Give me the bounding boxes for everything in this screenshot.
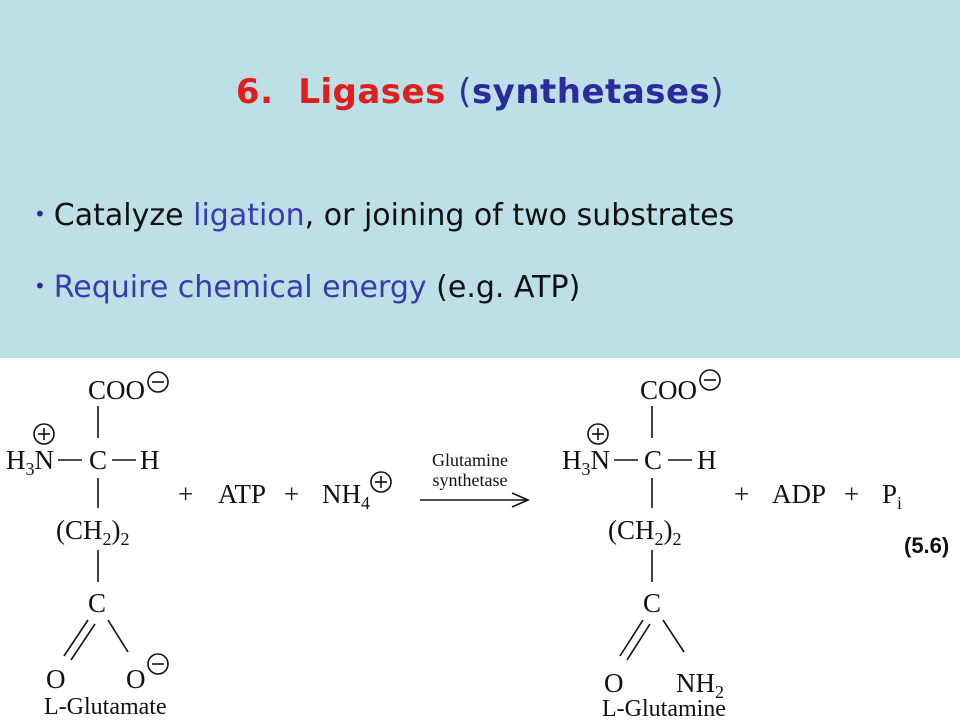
negative-charge-icon — [147, 653, 169, 675]
plus-sign: + — [284, 479, 299, 509]
double-bond-line — [619, 619, 644, 657]
bullet-text-post: , or joining of two substrates — [304, 198, 735, 233]
ammonium-label: NH4 — [322, 479, 370, 513]
bullet-dot-icon: • — [34, 274, 46, 298]
reaction-arrow-icon — [420, 492, 530, 508]
plus-sign: + — [734, 479, 749, 509]
glutamine-nh2: NH2 — [676, 668, 724, 702]
bullet-text-highlight: ligation — [193, 198, 305, 233]
double-bond-line — [63, 619, 89, 657]
title-open-paren: ( — [458, 72, 472, 112]
slide-title: 6. Ligases (synthetases) — [0, 72, 960, 112]
atp-label: ATP — [218, 479, 266, 509]
glutamate-carboxyl-c: C — [88, 588, 106, 618]
positive-charge-icon — [33, 423, 55, 445]
title-number: 6. — [235, 72, 274, 112]
positive-charge-icon — [587, 423, 609, 445]
glutamine-o: O — [604, 668, 624, 698]
title-alt: synthetases — [471, 72, 711, 112]
bullet-item: • Catalyze ligation, or joining of two su… — [34, 188, 734, 260]
glutamine-h3n: H3N — [562, 445, 610, 479]
glutamate-o: O — [46, 664, 66, 694]
bond-line — [662, 619, 685, 653]
glutamate-o-minus: O — [126, 664, 146, 694]
glutamate-coo: COO — [88, 375, 145, 405]
title-main: Ligases — [298, 72, 446, 112]
bond-line — [107, 619, 129, 653]
substrate-name: L-Glutamate — [44, 694, 167, 720]
plus-sign: + — [178, 479, 193, 509]
bullet-text-pre: Catalyze — [53, 198, 194, 233]
negative-charge-icon — [147, 371, 169, 393]
bullet-dot-icon: • — [34, 202, 46, 226]
plus-sign: + — [844, 479, 859, 509]
glutamine-amide-c: C — [643, 588, 661, 618]
double-bond-line — [626, 623, 651, 661]
glutamate-ch2: (CH2)2 — [56, 515, 130, 549]
phosphate-label: Pi — [882, 479, 902, 513]
bullet-item: • Require chemical energy (e.g. ATP) — [34, 260, 734, 332]
glutamate-alpha-c: C — [89, 445, 107, 475]
bullet-list: • Catalyze ligation, or joining of two su… — [34, 188, 734, 332]
product-name: L-Glutamine — [602, 696, 726, 720]
title-close-paren: ) — [710, 72, 725, 112]
glutamine-coo: COO — [640, 375, 697, 405]
glutamate-structure: COO H3N C H (CH2)2 C O O L-Glutamate — [6, 371, 169, 720]
glutamine-h: H — [697, 445, 717, 475]
reaction-diagram: COO H3N C H (CH2)2 C O O L-Glutamate + A… — [6, 369, 949, 720]
glutamate-h: H — [140, 445, 160, 475]
glutamine-alpha-c: C — [644, 445, 662, 475]
adp-label: ADP — [772, 479, 826, 509]
negative-charge-icon — [699, 369, 721, 391]
enzyme-label-line2: synthetase — [433, 470, 508, 490]
title-panel — [0, 0, 960, 358]
glutamine-structure: COO H3N C H (CH2)2 C O NH2 L-Glutamine — [562, 369, 726, 720]
double-bond-line — [70, 623, 96, 661]
bullet-text-post: (e.g. ATP) — [426, 270, 581, 305]
glutamate-h3n: H3N — [6, 445, 54, 479]
bullet-text-highlight: Require chemical energy — [53, 270, 427, 305]
enzyme-label-line1: Glutamine — [432, 450, 508, 470]
positive-charge-icon — [370, 471, 392, 493]
equation-number: (5.6) — [904, 533, 949, 558]
glutamine-ch2: (CH2)2 — [608, 515, 682, 549]
